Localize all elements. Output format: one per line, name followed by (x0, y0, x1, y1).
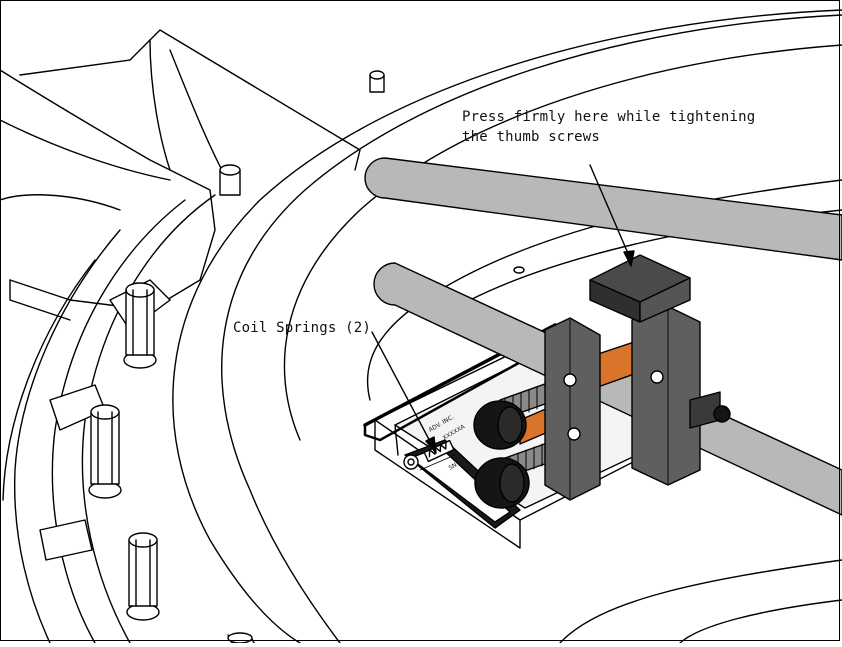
callout-press-firmly: Press firmly here while tightening the t… (462, 107, 755, 147)
standoff (219, 164, 241, 196)
press-block (589, 254, 691, 323)
standoff (227, 632, 255, 644)
standoffs (88, 70, 385, 644)
standoff (88, 404, 122, 499)
standoff (123, 282, 157, 369)
leader-press (589, 164, 635, 267)
rod-back (364, 157, 842, 261)
coil-springs (403, 439, 455, 470)
svg-text:SN: SN (448, 462, 459, 472)
callout-press-line-1: Press firmly here while tightening (462, 109, 756, 125)
standoff (126, 532, 160, 621)
chute-structure (0, 29, 361, 321)
rod-front (373, 262, 842, 516)
thumb-screws (473, 400, 530, 509)
leader-coil (371, 331, 437, 454)
callout-coil-springs: Coil Springs (2) (233, 320, 372, 336)
bracket-left (544, 317, 601, 501)
standoff (369, 70, 385, 93)
callout-press-line-2: the thumb screws (462, 129, 601, 145)
bracket-right (631, 304, 731, 486)
